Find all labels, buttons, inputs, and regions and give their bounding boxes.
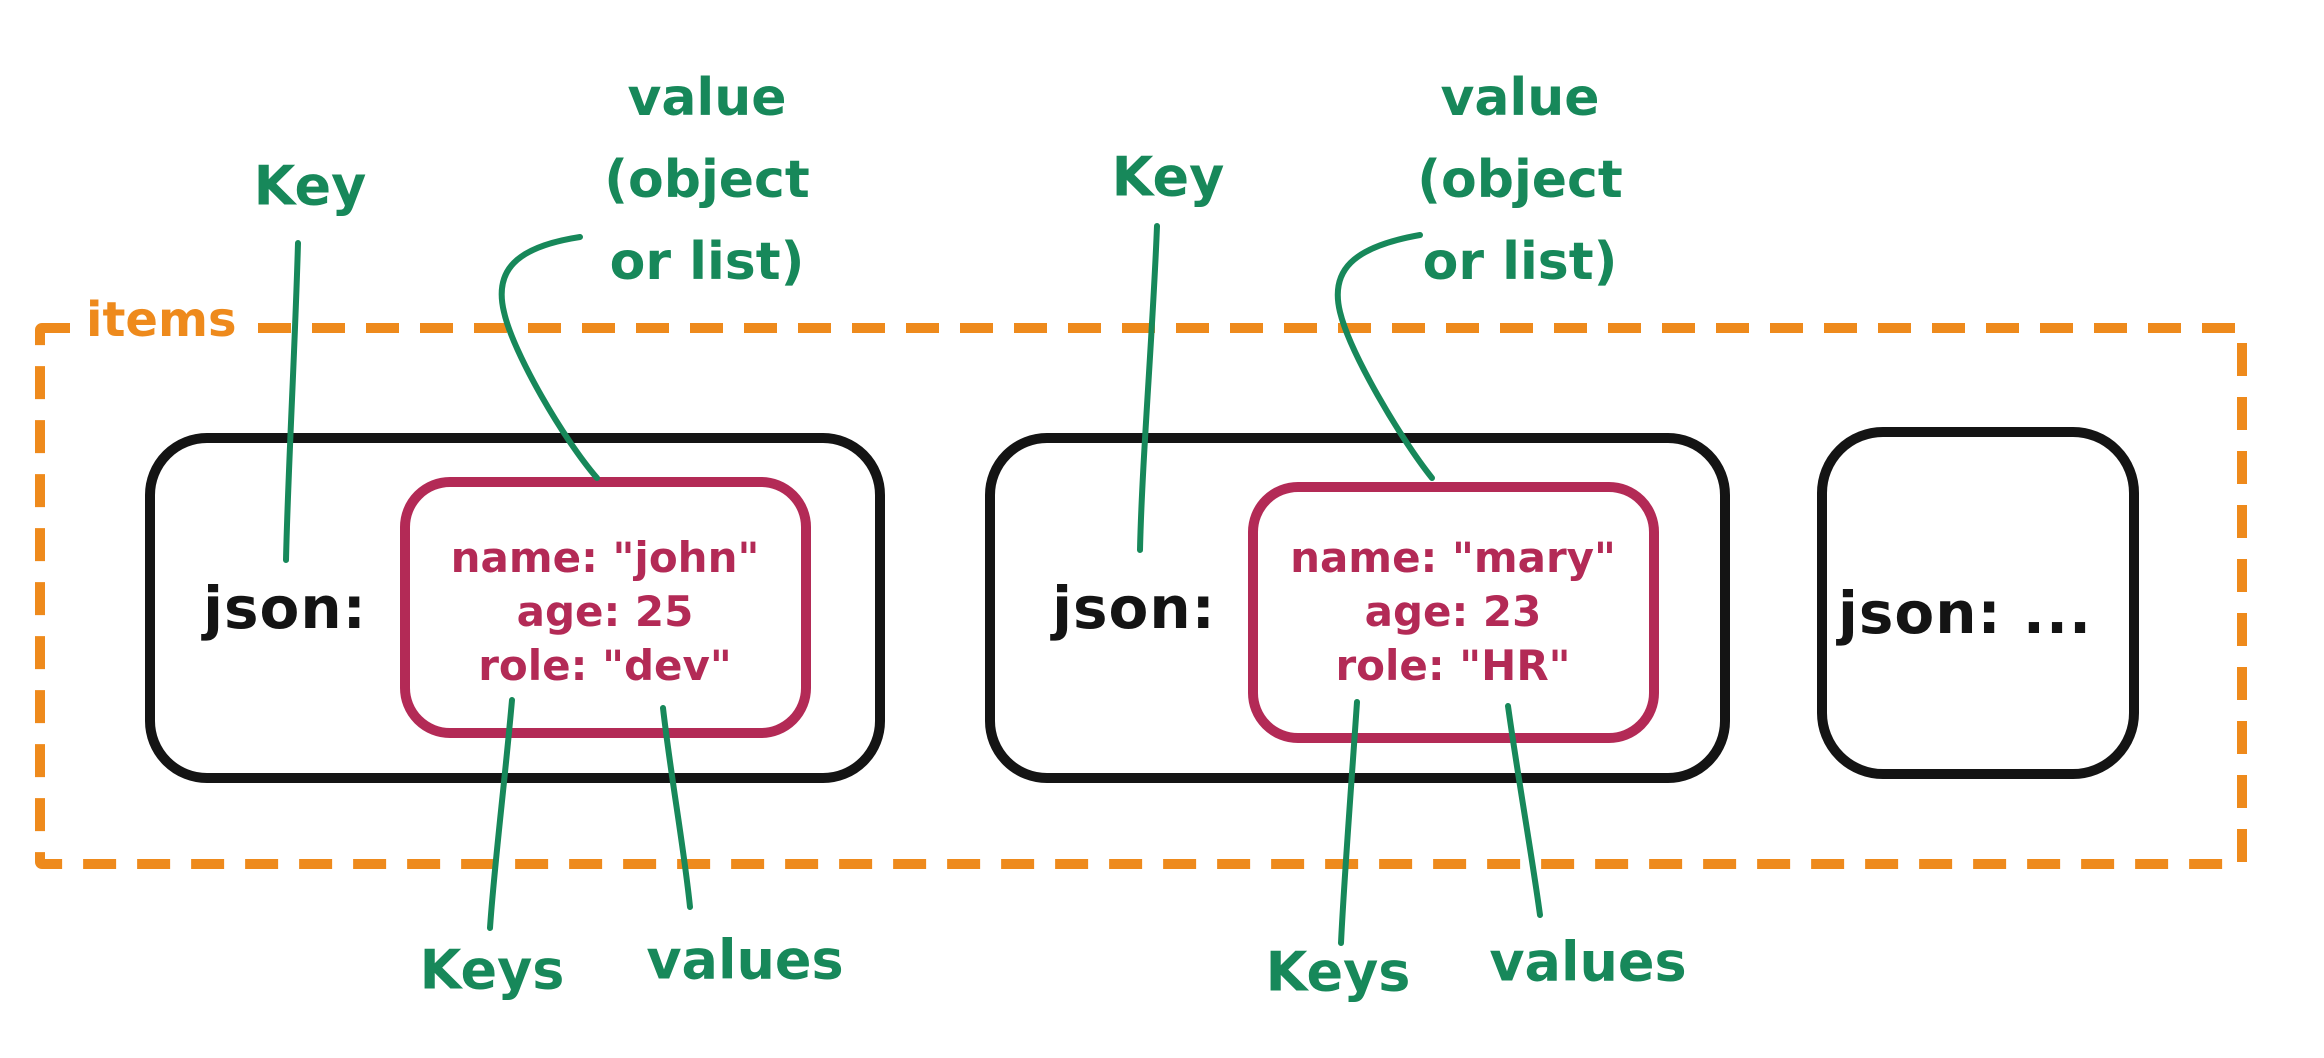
value-annotation-line2: (object bbox=[1417, 150, 1623, 210]
keys-annotation-2: Keys bbox=[1265, 940, 1411, 1004]
json-key-1: json: bbox=[203, 574, 367, 642]
json-key-ellipsis: json: ... bbox=[1837, 579, 2093, 647]
field-role-1: role: "dev" bbox=[478, 641, 732, 690]
value-annotation-line3: or list) bbox=[609, 232, 805, 292]
items-label: items bbox=[70, 292, 253, 348]
key-annotation-1: Key bbox=[253, 154, 367, 218]
value-annotation-line2: (object bbox=[604, 150, 810, 210]
field-age-2: age: 23 bbox=[1364, 587, 1542, 636]
value-annotation-line1: value bbox=[1440, 68, 1600, 128]
object-fields-2: name: "mary" age: 23 role: "HR" bbox=[1290, 531, 1616, 693]
field-name-1: name: "john" bbox=[450, 533, 760, 582]
field-role-2: role: "HR" bbox=[1335, 641, 1571, 690]
values-annotation-2: values bbox=[1489, 930, 1687, 994]
key-annotation-2: Key bbox=[1111, 145, 1225, 209]
value-annotation-line3: or list) bbox=[1422, 232, 1618, 292]
values-annotation-1: values bbox=[646, 928, 844, 992]
object-fields-1: name: "john" age: 25 role: "dev" bbox=[451, 531, 760, 693]
json-key-2: json: bbox=[1052, 574, 1216, 642]
field-name-2: name: "mary" bbox=[1290, 533, 1616, 582]
value-annotation-2: value (object or list) bbox=[1417, 57, 1623, 303]
keys-annotation-1: Keys bbox=[419, 938, 565, 1002]
field-age-1: age: 25 bbox=[516, 587, 694, 636]
value-annotation-1: value (object or list) bbox=[604, 57, 810, 303]
value-annotation-line1: value bbox=[627, 68, 787, 128]
